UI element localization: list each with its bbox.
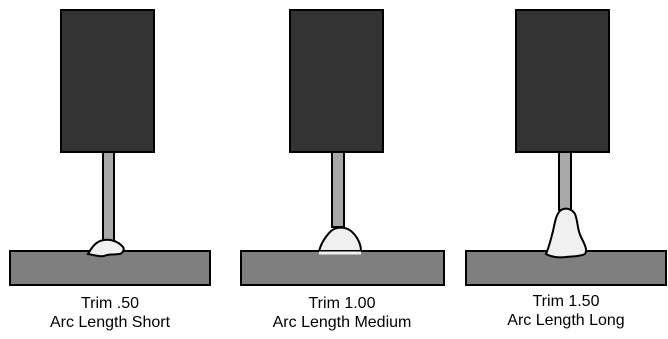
panel-long [465, 9, 667, 286]
arc-length-label: Arc Length Medium [272, 314, 412, 331]
caption-short: Trim .50 Arc Length Short [10, 294, 210, 332]
electrode-wire [331, 151, 345, 228]
electrode-wire [102, 151, 115, 246]
arc-length-label: Arc Length Short [49, 314, 171, 331]
caption-medium: Trim 1.00 Arc Length Medium [242, 294, 442, 332]
weld-bead [86, 238, 125, 258]
electrode-wire [558, 151, 572, 211]
caption-long: Trim 1.50 Arc Length Long [466, 292, 666, 330]
trim-label: Trim 1.50 [532, 293, 600, 310]
weld-bead [544, 207, 588, 259]
trim-label: Trim 1.00 [308, 295, 376, 312]
panel-medium [240, 9, 445, 286]
base-plate [240, 250, 445, 286]
panel-short [9, 9, 211, 286]
trim-label: Trim .50 [80, 295, 140, 312]
torch-body [289, 9, 384, 153]
base-plate [9, 250, 211, 286]
torch-body [60, 9, 155, 153]
torch-body [515, 9, 610, 153]
arc-length-label: Arc Length Long [507, 312, 625, 329]
